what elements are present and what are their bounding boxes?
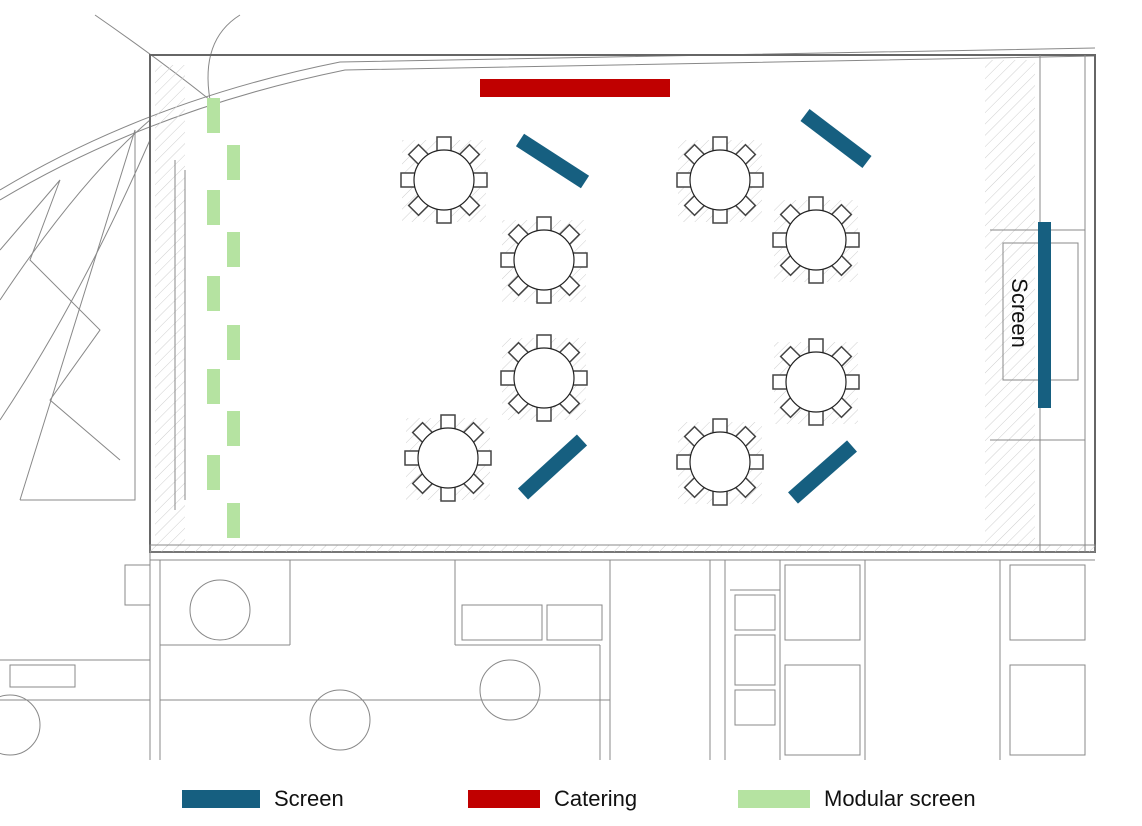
round-table [772, 196, 860, 284]
table-top [689, 431, 751, 493]
chair [808, 268, 824, 284]
screen-bar-main [1038, 222, 1051, 408]
chair [440, 414, 456, 430]
modular-screen-segment [207, 455, 220, 490]
legend-item-modular-screen: Modular screen [738, 786, 976, 812]
building-walls [0, 14, 1096, 760]
chair [712, 208, 728, 224]
chair [536, 406, 552, 422]
chair [500, 370, 516, 386]
table-top [417, 427, 479, 489]
screen-bar [788, 440, 857, 504]
chair [500, 252, 516, 268]
screen-bar [517, 434, 588, 500]
table-top [689, 149, 751, 211]
modular-screen-segment [207, 369, 220, 404]
legend-swatch-modular [738, 790, 810, 808]
chair [808, 338, 824, 354]
chair [436, 136, 452, 152]
chair [404, 450, 420, 466]
screen-label: Screen [1007, 278, 1032, 348]
chair [536, 216, 552, 232]
modular-screen-segment [227, 503, 240, 538]
round-table [676, 418, 764, 506]
chair [436, 208, 452, 224]
chair [712, 418, 728, 434]
table-top [513, 229, 575, 291]
legend-swatch-screen [182, 790, 260, 808]
chair [572, 370, 588, 386]
chair [400, 172, 416, 188]
table-top [785, 209, 847, 271]
chair [844, 232, 860, 248]
table-top [513, 347, 575, 409]
table-top [785, 351, 847, 413]
modular-screen-segment [227, 325, 240, 360]
round-table [400, 136, 488, 224]
chair [440, 486, 456, 502]
legend-swatch-catering [468, 790, 540, 808]
catering-bar [480, 79, 670, 97]
modular-screen-segment [207, 276, 220, 311]
chair [472, 172, 488, 188]
round-table [404, 414, 492, 502]
chair [712, 490, 728, 506]
chair [844, 374, 860, 390]
legend-item-screen: Screen [182, 786, 344, 812]
screens [207, 79, 1051, 538]
chair [748, 454, 764, 470]
chair [772, 232, 788, 248]
round-table [500, 216, 588, 304]
legend-label-catering: Catering [554, 786, 638, 811]
table-top [413, 149, 475, 211]
chair [748, 172, 764, 188]
chair [476, 450, 492, 466]
chair [808, 410, 824, 426]
chair [676, 172, 692, 188]
chair [572, 252, 588, 268]
screen-bar [800, 109, 872, 168]
modular-screen-segment [227, 411, 240, 446]
screen-bar [515, 133, 590, 189]
chair [536, 334, 552, 350]
legend-label-modular: Modular screen [824, 786, 976, 811]
round-table [500, 334, 588, 422]
modular-screen-segment [207, 98, 220, 133]
chair [772, 374, 788, 390]
modular-screen-segment [227, 145, 240, 180]
legend-label-screen: Screen [274, 786, 344, 811]
chair [676, 454, 692, 470]
chair [712, 136, 728, 152]
round-table [676, 136, 764, 224]
chair [808, 196, 824, 212]
modular-screen-segment [207, 190, 220, 225]
round-tables [400, 136, 860, 506]
round-table [772, 338, 860, 426]
modular-screen-segment [227, 232, 240, 267]
legend-item-catering: Catering [468, 786, 637, 812]
chair [536, 288, 552, 304]
